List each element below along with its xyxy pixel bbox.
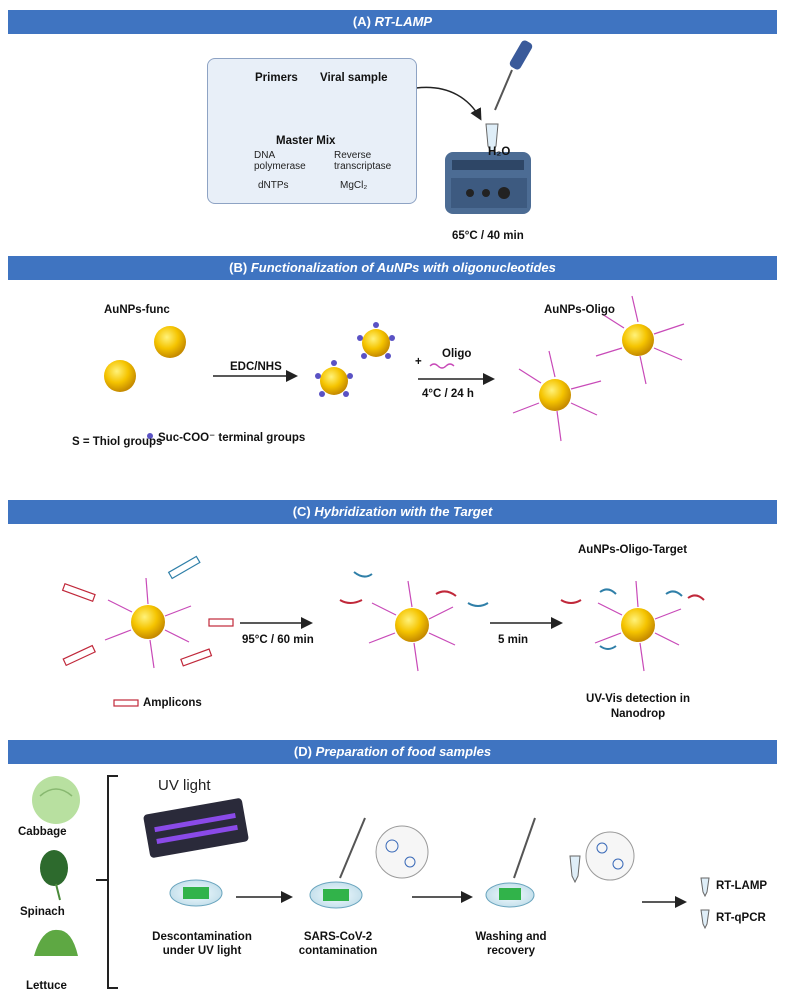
aunp-func-2 [104,360,136,392]
primers-label: Primers [255,72,298,84]
uv-light-label: UV light [158,777,211,794]
section-d-title: Preparation of food samples [315,744,492,759]
amplicons-legend-label: Amplicons [143,697,202,709]
petri-dish-1 [169,879,223,907]
water-bath-icon [445,152,531,214]
rt-lamp-label: RT-LAMP [716,880,768,892]
section-c-title: Hybridization with the Target [314,504,493,519]
edc-nhs-label: EDC/NHS [230,361,282,373]
ssdna-c2-1 [339,599,363,604]
ssdna-c2-2 [435,590,457,597]
washing-label: Washing and recovery [475,931,547,957]
ssdna-c2-3 [467,602,489,607]
section-d-prefix: (D) [293,744,316,759]
rt-lamp-tube-icon [700,877,710,898]
master-mix-label: Master Mix [276,135,336,147]
lettuce-label: Lettuce [26,980,67,992]
amplicon-icon-3 [208,618,234,627]
section-a-prefix: (A) [352,14,375,29]
amplicon-icon-4 [62,644,96,667]
section-c-prefix: (C) [292,504,315,519]
amplicons-legend-icon [113,699,139,707]
tube-zoom [569,831,635,884]
petri-dish-3 [485,882,535,908]
section-a-banner: (A) RT-LAMP [8,10,777,34]
oligo-condition-label: 4°C / 24 h [422,388,474,400]
ssdna-c2-4 [353,571,373,578]
section-c-banner: (C) Hybridization with the Target [8,500,777,524]
section-b-title: Functionalization of AuNPs with oligonuc… [250,260,556,275]
sars-contamination-label: SARS-CoV-2 contamination [298,931,378,957]
h2o-label: H₂O [488,146,511,158]
spinach-label: Spinach [20,906,65,918]
aunp-func-1 [154,326,186,358]
uvvis-label: UV-Vis detection in Nanodrop [586,693,690,720]
aunp-suc-1 [357,322,395,359]
section-a-title: RT-LAMP [374,14,433,29]
rt-qpcr-tube-icon [700,909,710,930]
uv-lamp-icon [143,798,249,858]
aunp-suc-2 [315,360,353,397]
aunp-oligo-c2 [368,580,456,672]
aunps-oligo-label: AuNPs-Oligo [544,304,615,316]
pipette-3 [513,817,536,879]
aunp-oligo-target [594,580,683,672]
lettuce-icon [34,929,78,956]
amplicon-icon-1 [61,582,96,603]
amplicon-icon-5 [180,648,213,667]
bracket [96,775,118,989]
dna-polymerase-label: DNA polymerase [254,150,306,172]
aunp-oligo-2 [512,350,602,442]
reagent-box [207,58,417,204]
dntps-label: dNTPs [258,180,289,191]
suc-coo-legend: Suc-COO⁻ terminal groups [158,432,306,444]
ssdna-target-1 [560,599,582,604]
section-b-banner: (B) Functionalization of AuNPs with olig… [8,256,777,280]
cool-step-label: 5 min [498,634,529,646]
aunps-oligo-target-label: AuNPs-Oligo-Target [578,544,688,556]
ssdna-target-2 [687,594,705,601]
petri-dish-2 [309,881,363,909]
section-d-banner: (D) Preparation of food samples [8,740,777,764]
pipette-icon [494,40,533,111]
aunps-func-label: AuNPs-func [104,304,170,316]
oligo-label: Oligo [442,348,472,360]
viral-sample-label: Viral sample [320,72,388,84]
virus-zoom-1 [375,825,429,879]
reverse-transcriptase-label: Reverse transcriptase [334,150,392,172]
mgcl2-label: MgCl₂ [340,180,368,191]
incubation-label: 65°C / 40 min [452,230,524,242]
thiol-legend: S = Thiol groups [72,436,163,448]
section-b-prefix: (B) [229,260,251,275]
aunp-oligo-c1 [104,577,192,669]
heat-step-label: 95°C / 60 min [242,634,314,646]
oligo-plus: + [415,356,422,368]
transfer-arrow [415,86,482,121]
amplicon-icon-2 [167,555,201,580]
spinach-icon [40,850,68,901]
cabbage-label: Cabbage [18,826,67,838]
pipette-2 [339,817,366,879]
oligo-strand-icon [429,363,455,369]
cabbage-icon [32,776,80,824]
rt-qpcr-label: RT-qPCR [716,912,766,924]
descontamination-label: Descontamination under UV light [152,931,252,957]
